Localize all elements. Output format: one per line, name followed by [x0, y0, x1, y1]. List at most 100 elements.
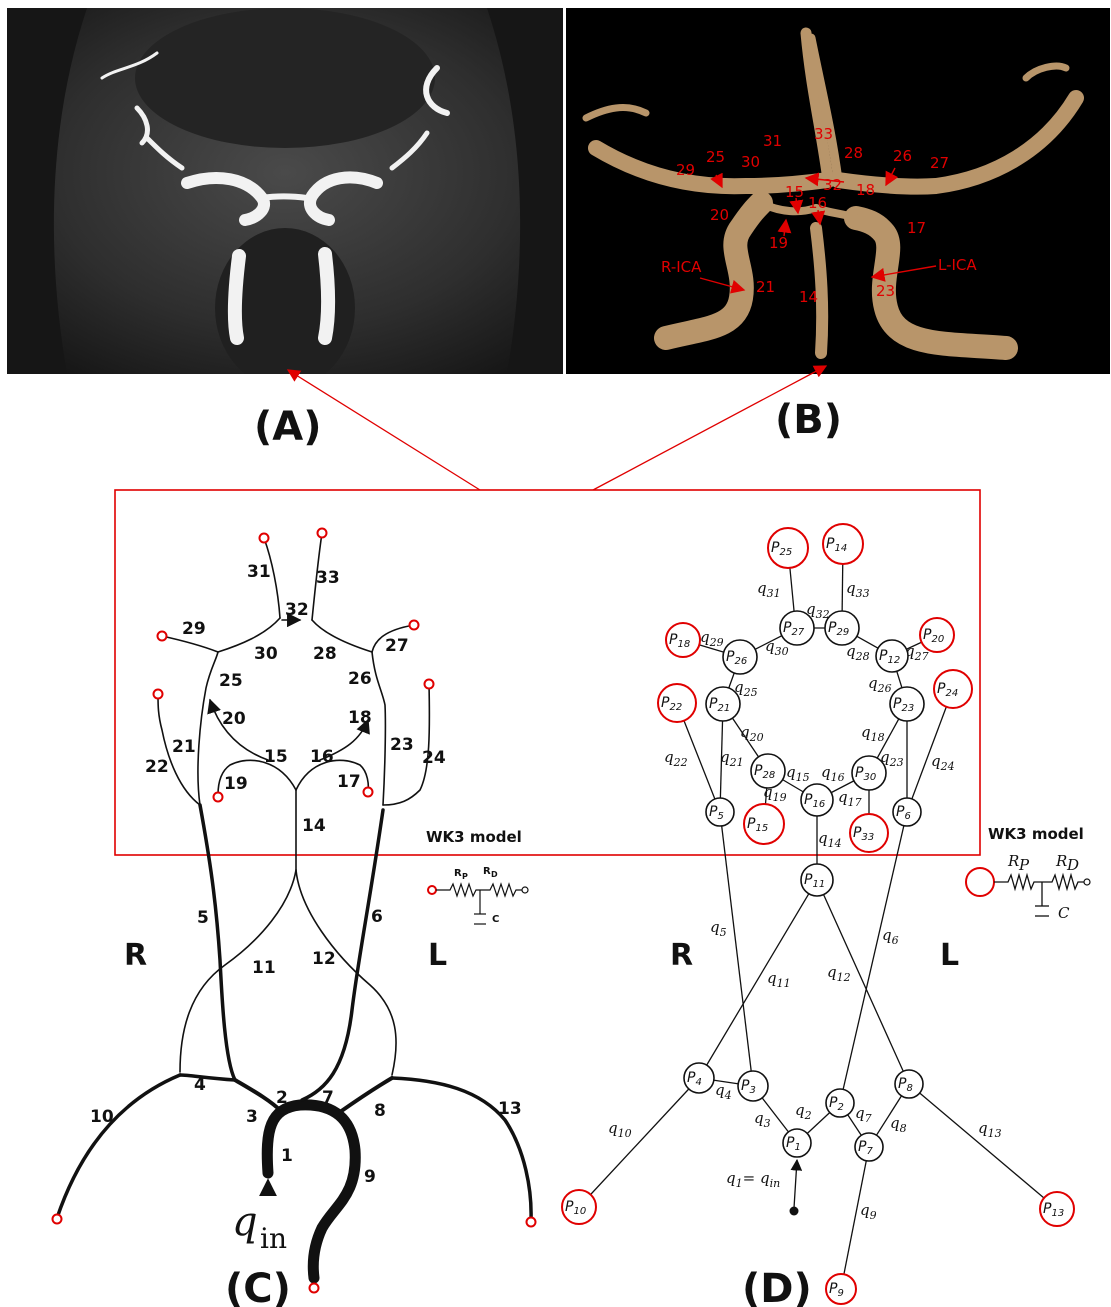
d-q17: q17 [838, 788, 862, 809]
c-label-25: 25 [219, 671, 243, 691]
wk3-large-rd-sub: D [1066, 856, 1079, 874]
d-q10: q10 [608, 1119, 632, 1140]
c-label-1: 1 [281, 1146, 293, 1166]
wk3-small-c: C [492, 914, 499, 925]
panel-label-c: (C) [225, 1266, 291, 1307]
d-q24: q24 [931, 752, 955, 773]
panel-c-right-label: R [124, 938, 147, 973]
d-q8: q8 [890, 1114, 907, 1135]
c-label-21: 21 [172, 737, 196, 757]
d-q20: q20 [740, 723, 764, 744]
c-label-26: 26 [348, 669, 372, 689]
c-label-28: 28 [313, 644, 337, 664]
c-label-27: 27 [385, 636, 409, 656]
b-label-21: 21 [756, 278, 775, 296]
wk3-small-title: WK3 model [426, 828, 522, 846]
d-q16: q16 [821, 763, 845, 784]
c-label-4: 4 [194, 1075, 206, 1095]
b-label-r-ica: R-ICA [661, 258, 702, 276]
d-q14: q14 [818, 829, 842, 850]
panel-d-left-label: L [940, 938, 959, 973]
c-label-22: 22 [145, 757, 169, 777]
b-label-14: 14 [799, 288, 818, 306]
panel-c-left-label: L [428, 938, 447, 973]
c-label-9: 9 [364, 1167, 376, 1187]
b-label-32: 32 [823, 176, 842, 194]
c-label-2: 2 [276, 1088, 288, 1108]
c-label-3: 3 [246, 1107, 258, 1127]
d-q3: q3 [754, 1109, 771, 1130]
c-label-33: 33 [316, 568, 340, 588]
b-label-30: 30 [741, 153, 760, 171]
d-q13: q13 [978, 1119, 1002, 1140]
wk3-large-c: C [1058, 904, 1070, 922]
d-q9: q9 [860, 1201, 877, 1222]
c-label-29: 29 [182, 619, 206, 639]
panel-c-outlets [53, 529, 536, 1293]
b-label-31: 31 [763, 132, 782, 150]
wk3-large-rd: R [1055, 852, 1067, 870]
wk3-small-rp-sub: P [462, 872, 468, 881]
c-label-6: 6 [371, 907, 383, 927]
d-q15: q15 [786, 763, 810, 784]
c-label-20: 20 [222, 709, 246, 729]
panel-d-edges [579, 544, 1057, 1289]
c-label-11: 11 [252, 958, 276, 978]
panel-c-inflow: q in [232, 1180, 287, 1255]
b-label-17: 17 [907, 219, 926, 237]
d-q6: q6 [882, 926, 899, 947]
c-inflow-sub: in [260, 1222, 287, 1255]
d-q4: q4 [715, 1081, 732, 1102]
d-q2: q2 [795, 1101, 812, 1122]
b-label-23: 23 [876, 282, 895, 300]
c-label-19: 19 [224, 774, 248, 794]
c-label-18: 18 [348, 708, 372, 728]
d-q22: q22 [664, 748, 688, 769]
panel-label-a: (A) [254, 404, 322, 450]
b-label-29: 29 [676, 161, 695, 179]
wk3-large-rp-sub: P [1018, 856, 1030, 874]
c-label-16: 16 [310, 747, 334, 767]
b-label-20: 20 [710, 206, 729, 224]
b-label-16: 16 [808, 194, 827, 212]
d-q33: q33 [846, 579, 870, 600]
c-label-24: 24 [422, 748, 446, 768]
c-label-17: 17 [337, 772, 361, 792]
b-label-l-ica: L-ICA [938, 256, 977, 274]
b-label-27: 27 [930, 154, 949, 172]
wk3-model-large: WK3 model R P R D C [966, 825, 1090, 922]
d-q29: q29 [700, 628, 724, 649]
c-inflow-q: q [232, 1199, 258, 1245]
d-q5: q5 [710, 918, 727, 939]
c-label-8: 8 [374, 1101, 386, 1121]
panel-d-right-label: R [670, 938, 693, 973]
c-label-30: 30 [254, 644, 278, 664]
wk3-large-rp: R [1007, 852, 1019, 870]
d-q11: q11 [767, 969, 791, 990]
d-q21: q21 [720, 748, 744, 769]
c-label-31: 31 [247, 562, 271, 582]
b-label-26: 26 [893, 147, 912, 165]
c-label-13: 13 [498, 1099, 522, 1119]
d-q28: q28 [846, 642, 870, 663]
c-label-7: 7 [322, 1088, 334, 1108]
panel-d-inflow-source [790, 1207, 799, 1216]
b-arrows [700, 168, 936, 290]
panel-label-b: (B) [775, 397, 842, 443]
c-label-15: 15 [264, 747, 288, 767]
wk3-large-title: WK3 model [988, 825, 1084, 843]
panel-label-d: (D) [742, 1266, 812, 1307]
panel-d-nodes: P25P14P27P29P18P26P12P20P22P21P23P24P28P… [562, 524, 1074, 1304]
c-label-5: 5 [197, 908, 209, 928]
b-label-18: 18 [856, 181, 875, 199]
c-label-23: 23 [390, 735, 414, 755]
b-label-33: 33 [814, 125, 833, 143]
wk3-small-rd-sub: D [491, 870, 498, 879]
c-label-12: 12 [312, 949, 336, 969]
b-label-28: 28 [844, 144, 863, 162]
wk3-small-rp: R [454, 868, 462, 879]
c-label-10: 10 [90, 1107, 114, 1127]
b-label-19: 19 [769, 234, 788, 252]
highlight-connectors [288, 366, 826, 490]
c-label-14: 14 [302, 816, 326, 836]
